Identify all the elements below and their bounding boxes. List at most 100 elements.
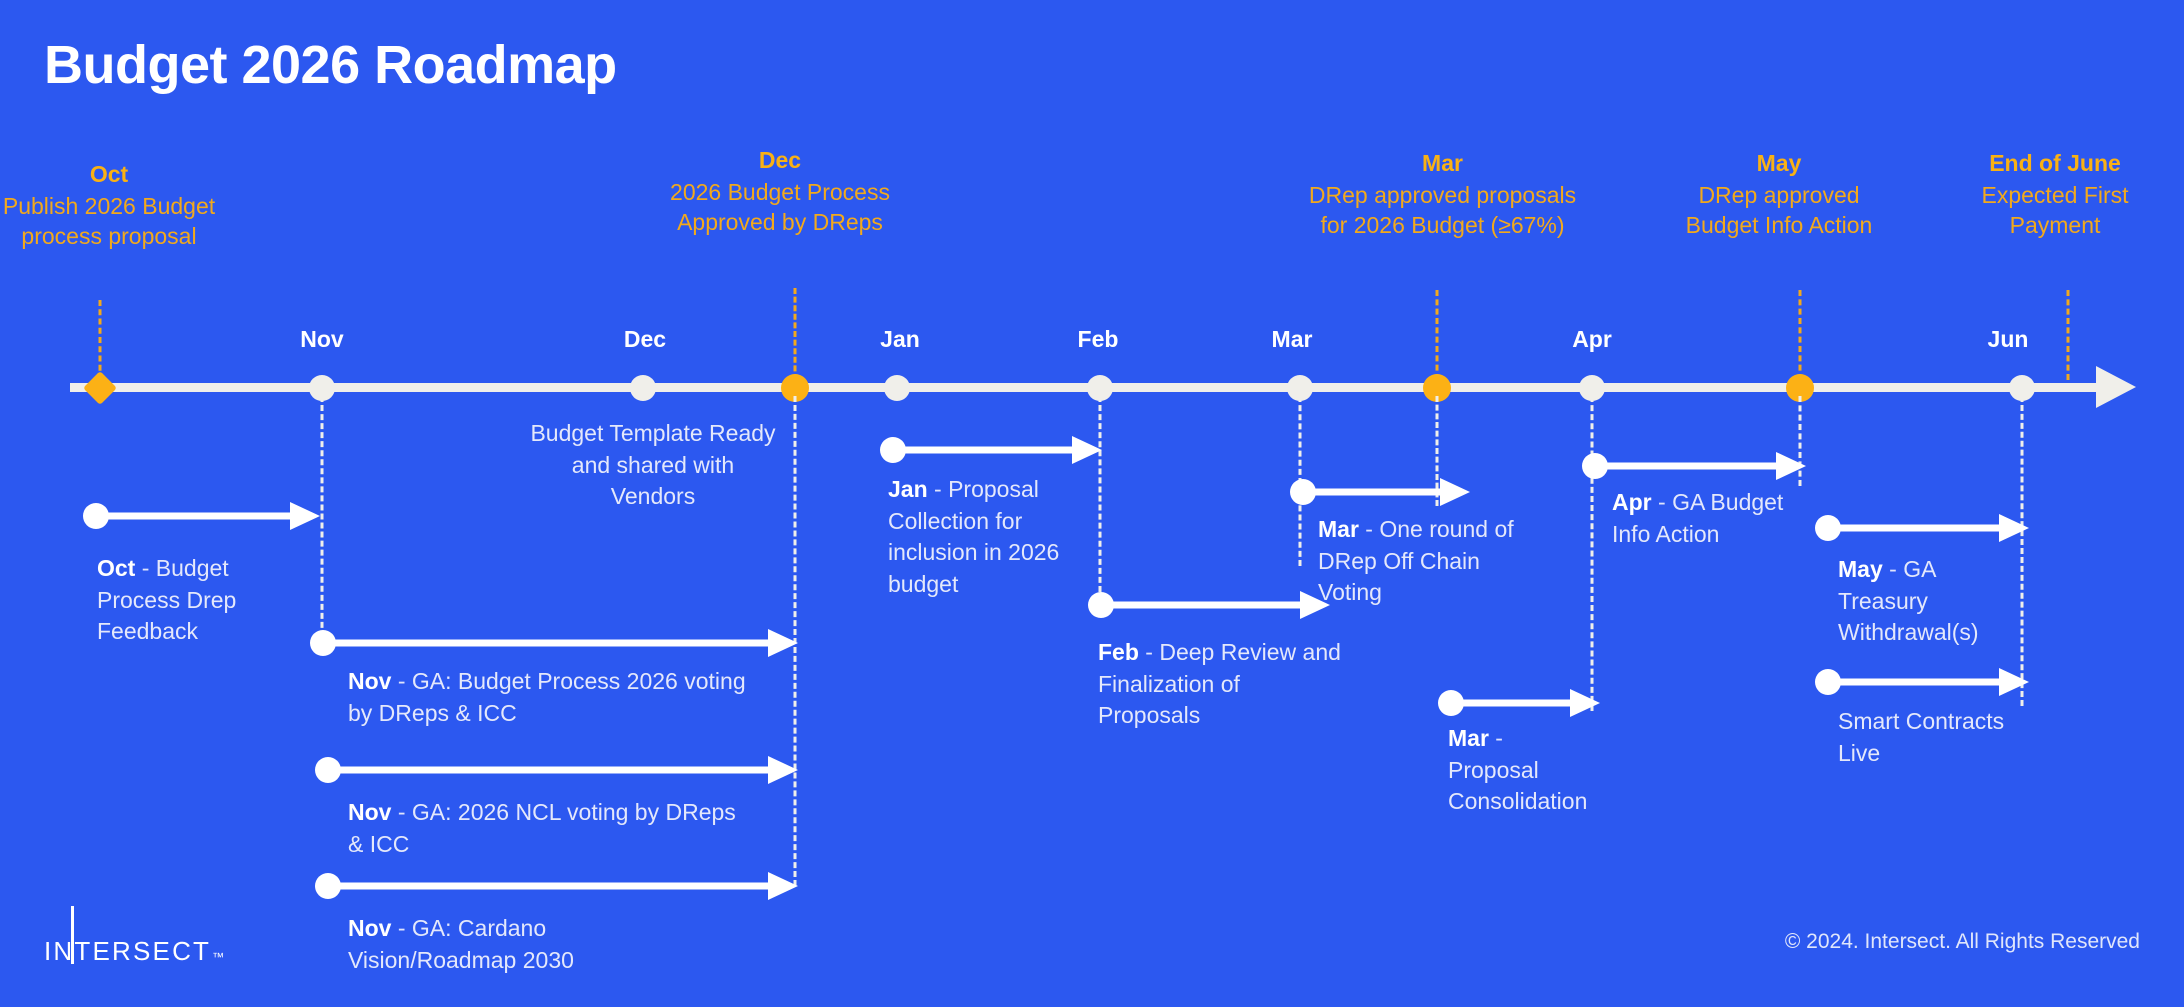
event-dash: - — [1365, 516, 1373, 542]
guide-mar-approved — [1435, 396, 1439, 506]
event-month: Nov — [348, 915, 392, 941]
event-dash: - — [397, 799, 406, 825]
event-arrow — [880, 436, 1102, 464]
event-arrowhead-icon — [768, 629, 798, 657]
milestone-connector-mar — [1435, 290, 1439, 380]
event-arrowhead-icon — [768, 872, 798, 900]
event-arrowhead-icon — [768, 756, 798, 784]
event-dash: - — [1658, 489, 1666, 515]
event-body: One round of DRep Off Chain Voting — [1318, 516, 1514, 606]
event-dash: - — [141, 555, 150, 581]
axis-month-feb: Feb — [1077, 326, 1119, 352]
event-arrow — [1815, 514, 2030, 542]
event-shaft — [323, 639, 768, 647]
milestone-connector-dec — [793, 288, 797, 380]
milestone-month: Dec — [758, 147, 802, 173]
event-body: Proposal Consolidation — [1448, 756, 1588, 815]
trademark-icon: ™ — [212, 950, 225, 964]
event-arrowhead-icon — [1570, 689, 1600, 717]
event-shaft — [328, 882, 768, 890]
event-shaft — [1828, 678, 2000, 686]
event-month: Mar — [1448, 725, 1489, 751]
event-dash: - — [397, 668, 406, 694]
guide-may-approved — [1798, 396, 1802, 486]
event-dash: - — [1495, 725, 1503, 751]
milestone-desc: Expected First Payment — [1981, 181, 2129, 238]
event-month: May — [1838, 556, 1883, 582]
event-body: GA Budget Info Action — [1612, 489, 1784, 547]
axis-month-apr: Apr — [1572, 326, 1612, 352]
event-arrow — [315, 872, 805, 900]
axis-month-jan: Jan — [880, 326, 920, 352]
caption-smart-contracts-live: Smart Contracts Live — [1838, 708, 2005, 766]
milestone-desc: 2026 Budget Process Approved by DReps — [670, 178, 890, 235]
copyright-text: © 2024. Intersect. All Rights Reserved — [1784, 930, 2140, 953]
event-label: Nov - GA: Budget Process 2026 voting by … — [348, 666, 758, 729]
event-arrowhead-icon — [1440, 478, 1470, 506]
milestone-desc: Publish 2026 Budget process proposal — [2, 192, 216, 249]
axis-node-jan[interactable] — [884, 375, 910, 401]
axis-month-nov: Nov — [300, 326, 344, 352]
event-arrow — [315, 756, 805, 784]
event-arrow — [1290, 478, 1470, 506]
intersect-logo: INTERSECT ™ — [44, 906, 225, 966]
event-shaft — [96, 512, 290, 520]
milestone-desc: DRep approved Budget Info Action — [1685, 181, 1873, 238]
guide-jun — [2020, 396, 2024, 706]
event-body: Deep Review and Finalization of Proposal… — [1098, 639, 1341, 729]
milestone-connector-oct — [98, 300, 102, 380]
logo-wordmark: INTERSECT — [44, 936, 212, 966]
milestone-mar: Mar DRep approved proposals for 2026 Bud… — [1300, 149, 1585, 241]
axis-node-dec[interactable] — [630, 375, 656, 401]
event-arrow — [1088, 591, 1330, 619]
event-month: Nov — [348, 668, 392, 694]
event-body: Proposal Collection for inclusion in 202… — [888, 476, 1060, 598]
event-arrowhead-icon — [1776, 452, 1806, 480]
event-arrow — [83, 502, 320, 530]
event-shaft — [1828, 524, 2000, 532]
event-arrow — [1582, 452, 1807, 480]
event-label: Nov - GA: Cardano Vision/Roadmap 2030 — [348, 913, 678, 976]
event-shaft — [1451, 699, 1571, 707]
event-month: Mar — [1318, 516, 1359, 542]
milestone-desc: DRep approved proposals for 2026 Budget … — [1308, 181, 1577, 238]
event-arrow — [1438, 689, 1600, 717]
event-label: Jan - Proposal Collection for inclusion … — [888, 474, 1106, 601]
milestone-month: End of June — [1989, 150, 2121, 176]
event-dash: - — [1145, 639, 1153, 665]
milestone-connector-end-of-june — [2066, 290, 2070, 380]
caption-budget-template: Budget Template Ready and shared with Ve… — [530, 420, 776, 510]
milestone-dec: Dec 2026 Budget Process Approved by DRep… — [650, 146, 910, 238]
event-arrowhead-icon — [1999, 668, 2029, 696]
event-shaft — [893, 446, 1073, 454]
event-shaft — [1595, 462, 1777, 470]
event-arrowhead-icon — [1300, 591, 1330, 619]
event-shaft — [328, 766, 768, 774]
milestone-oct: Oct Publish 2026 Budget process proposal — [0, 160, 218, 252]
page-title: Budget 2026 Roadmap — [44, 35, 617, 95]
event-month: Oct — [97, 555, 136, 581]
milestone-connector-may — [1798, 290, 1802, 380]
guide-apr — [1590, 396, 1594, 711]
event-month: Apr — [1612, 489, 1652, 515]
event-shaft — [1303, 488, 1441, 496]
event-arrow — [1815, 668, 2030, 696]
event-month: Feb — [1098, 639, 1139, 665]
guide-nov — [320, 396, 324, 646]
event-label: Apr - GA Budget Info Action — [1612, 487, 1787, 550]
logo-accent-bar — [71, 906, 74, 964]
event-body: Budget Process Drep Feedback — [97, 555, 237, 645]
event-label: May - GA Treasury Withdrawal(s) — [1838, 554, 2028, 649]
guide-feb — [1098, 396, 1102, 601]
event-label: Nov - GA: 2026 NCL voting by DReps & ICC — [348, 797, 748, 860]
event-label: Feb - Deep Review and Finalization of Pr… — [1098, 637, 1348, 732]
event-arrowhead-icon — [290, 502, 320, 530]
event-arrowhead-icon — [1072, 436, 1102, 464]
timeline-arrow-icon — [2096, 366, 2136, 408]
event-label: Oct - Budget Process Drep Feedback — [97, 553, 277, 648]
event-body: GA Treasury Withdrawal(s) — [1838, 556, 1979, 646]
event-dash: - — [1889, 556, 1897, 582]
axis-node-oct[interactable] — [83, 371, 117, 405]
milestone-may: May DRep approved Budget Info Action — [1660, 149, 1898, 241]
